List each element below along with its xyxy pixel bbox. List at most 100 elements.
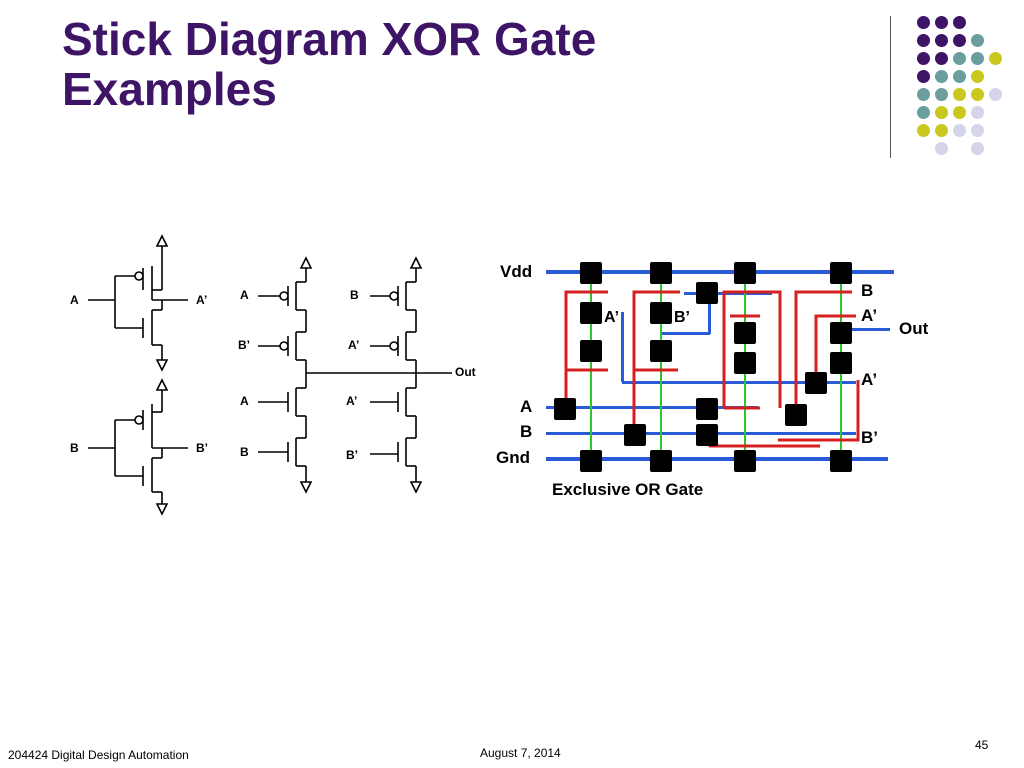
title-divider	[890, 16, 891, 158]
xor-pu-left-1: A	[240, 288, 249, 302]
dot	[935, 70, 948, 83]
inv-b-output-label: B’	[196, 441, 208, 455]
gnd-arrow	[155, 503, 169, 516]
pmos-bubble	[134, 271, 144, 281]
dot	[971, 34, 984, 47]
contact	[580, 262, 602, 284]
xor-pu-left-2: B’	[238, 338, 250, 352]
contact	[734, 352, 756, 374]
dot	[953, 52, 966, 65]
xor-pd-right-1: A’	[346, 394, 357, 408]
contact	[650, 302, 672, 324]
contact	[580, 450, 602, 472]
diagram-caption: Exclusive OR Gate	[552, 480, 703, 499]
contact	[624, 424, 646, 446]
footer-date: August 7, 2014	[480, 746, 561, 760]
contacts	[554, 262, 852, 472]
a-input-line	[546, 406, 758, 409]
dot	[935, 52, 948, 65]
xor-pd-left-1: A	[240, 394, 249, 408]
poly-wire	[722, 290, 782, 408]
contact	[734, 322, 756, 344]
contact	[785, 404, 807, 426]
vdd-arrow	[299, 256, 313, 269]
dot	[971, 52, 984, 65]
vdd-arrow	[155, 378, 169, 391]
dot	[953, 88, 966, 101]
inv-a-input-label: A	[70, 293, 79, 307]
slide-title: Stick Diagram XOR Gate Examples	[62, 14, 596, 114]
right-b-bar-label: B’	[861, 428, 878, 447]
metal-vertical-2	[708, 294, 711, 334]
contact	[830, 262, 852, 284]
metal-right-out	[840, 328, 890, 331]
dot	[935, 124, 948, 137]
dot	[953, 124, 966, 137]
dot	[917, 70, 930, 83]
xor-pd-right-2: B’	[346, 448, 358, 462]
gnd-arrow	[409, 481, 423, 494]
gnd-arrow	[299, 481, 313, 494]
dot	[935, 34, 948, 47]
title-line-1: Stick Diagram XOR Gate	[62, 13, 597, 65]
inv-a-output-label: A’	[196, 293, 207, 307]
contact	[650, 340, 672, 362]
right-a-bar-top-label: A’	[861, 306, 877, 325]
pmos-bubble	[279, 341, 289, 351]
xor-pu-right-2: A’	[348, 338, 359, 352]
dot	[953, 106, 966, 119]
dot	[935, 88, 948, 101]
dot	[953, 34, 966, 47]
contact	[650, 450, 672, 472]
dot	[917, 34, 930, 47]
right-b-label: B	[861, 281, 873, 300]
title-line-2: Examples	[62, 63, 277, 115]
b-input-label: B	[520, 422, 532, 441]
xor-pd-left-2: B	[240, 445, 249, 459]
contact	[830, 352, 852, 374]
poly-wire	[794, 290, 852, 408]
dot	[953, 70, 966, 83]
pmos-bubble	[389, 291, 399, 301]
contact	[734, 262, 756, 284]
gnd-label: Gnd	[496, 448, 530, 467]
out-label: Out	[899, 319, 929, 338]
dot	[935, 142, 948, 155]
contact	[696, 282, 718, 304]
xor-pu-right-1: B	[350, 288, 359, 302]
dot	[971, 88, 984, 101]
inverter-a	[88, 234, 188, 372]
inner-b-bar-label: B’	[674, 309, 690, 326]
dot	[989, 88, 1002, 101]
gnd-arrow	[155, 359, 169, 372]
dot	[917, 16, 930, 29]
footer-course: 204424 Digital Design Automation	[8, 748, 189, 762]
decorative-dot-grid	[904, 10, 1004, 155]
contact	[580, 302, 602, 324]
diffusion-strip	[660, 274, 662, 460]
pmos-bubble	[134, 415, 144, 425]
vdd-arrow	[155, 234, 169, 247]
a-input-label: A	[520, 397, 532, 416]
dot	[971, 106, 984, 119]
dot	[935, 106, 948, 119]
vdd-rail	[546, 270, 894, 274]
inverter-b	[88, 378, 188, 516]
metal-long-mid	[622, 381, 856, 384]
cmos-xor-network	[258, 256, 452, 494]
pmos-bubble	[389, 341, 399, 351]
contact	[805, 372, 827, 394]
metal-vertical-1	[621, 312, 624, 382]
dot	[971, 142, 984, 155]
dot	[917, 88, 930, 101]
contact	[830, 322, 852, 344]
inv-b-input-label: B	[70, 441, 79, 455]
contact	[696, 398, 718, 420]
dot	[953, 16, 966, 29]
vdd-label: Vdd	[500, 262, 532, 281]
dot	[917, 124, 930, 137]
metal-h-1	[662, 332, 710, 335]
dot	[971, 70, 984, 83]
page-number: 45	[975, 738, 989, 752]
